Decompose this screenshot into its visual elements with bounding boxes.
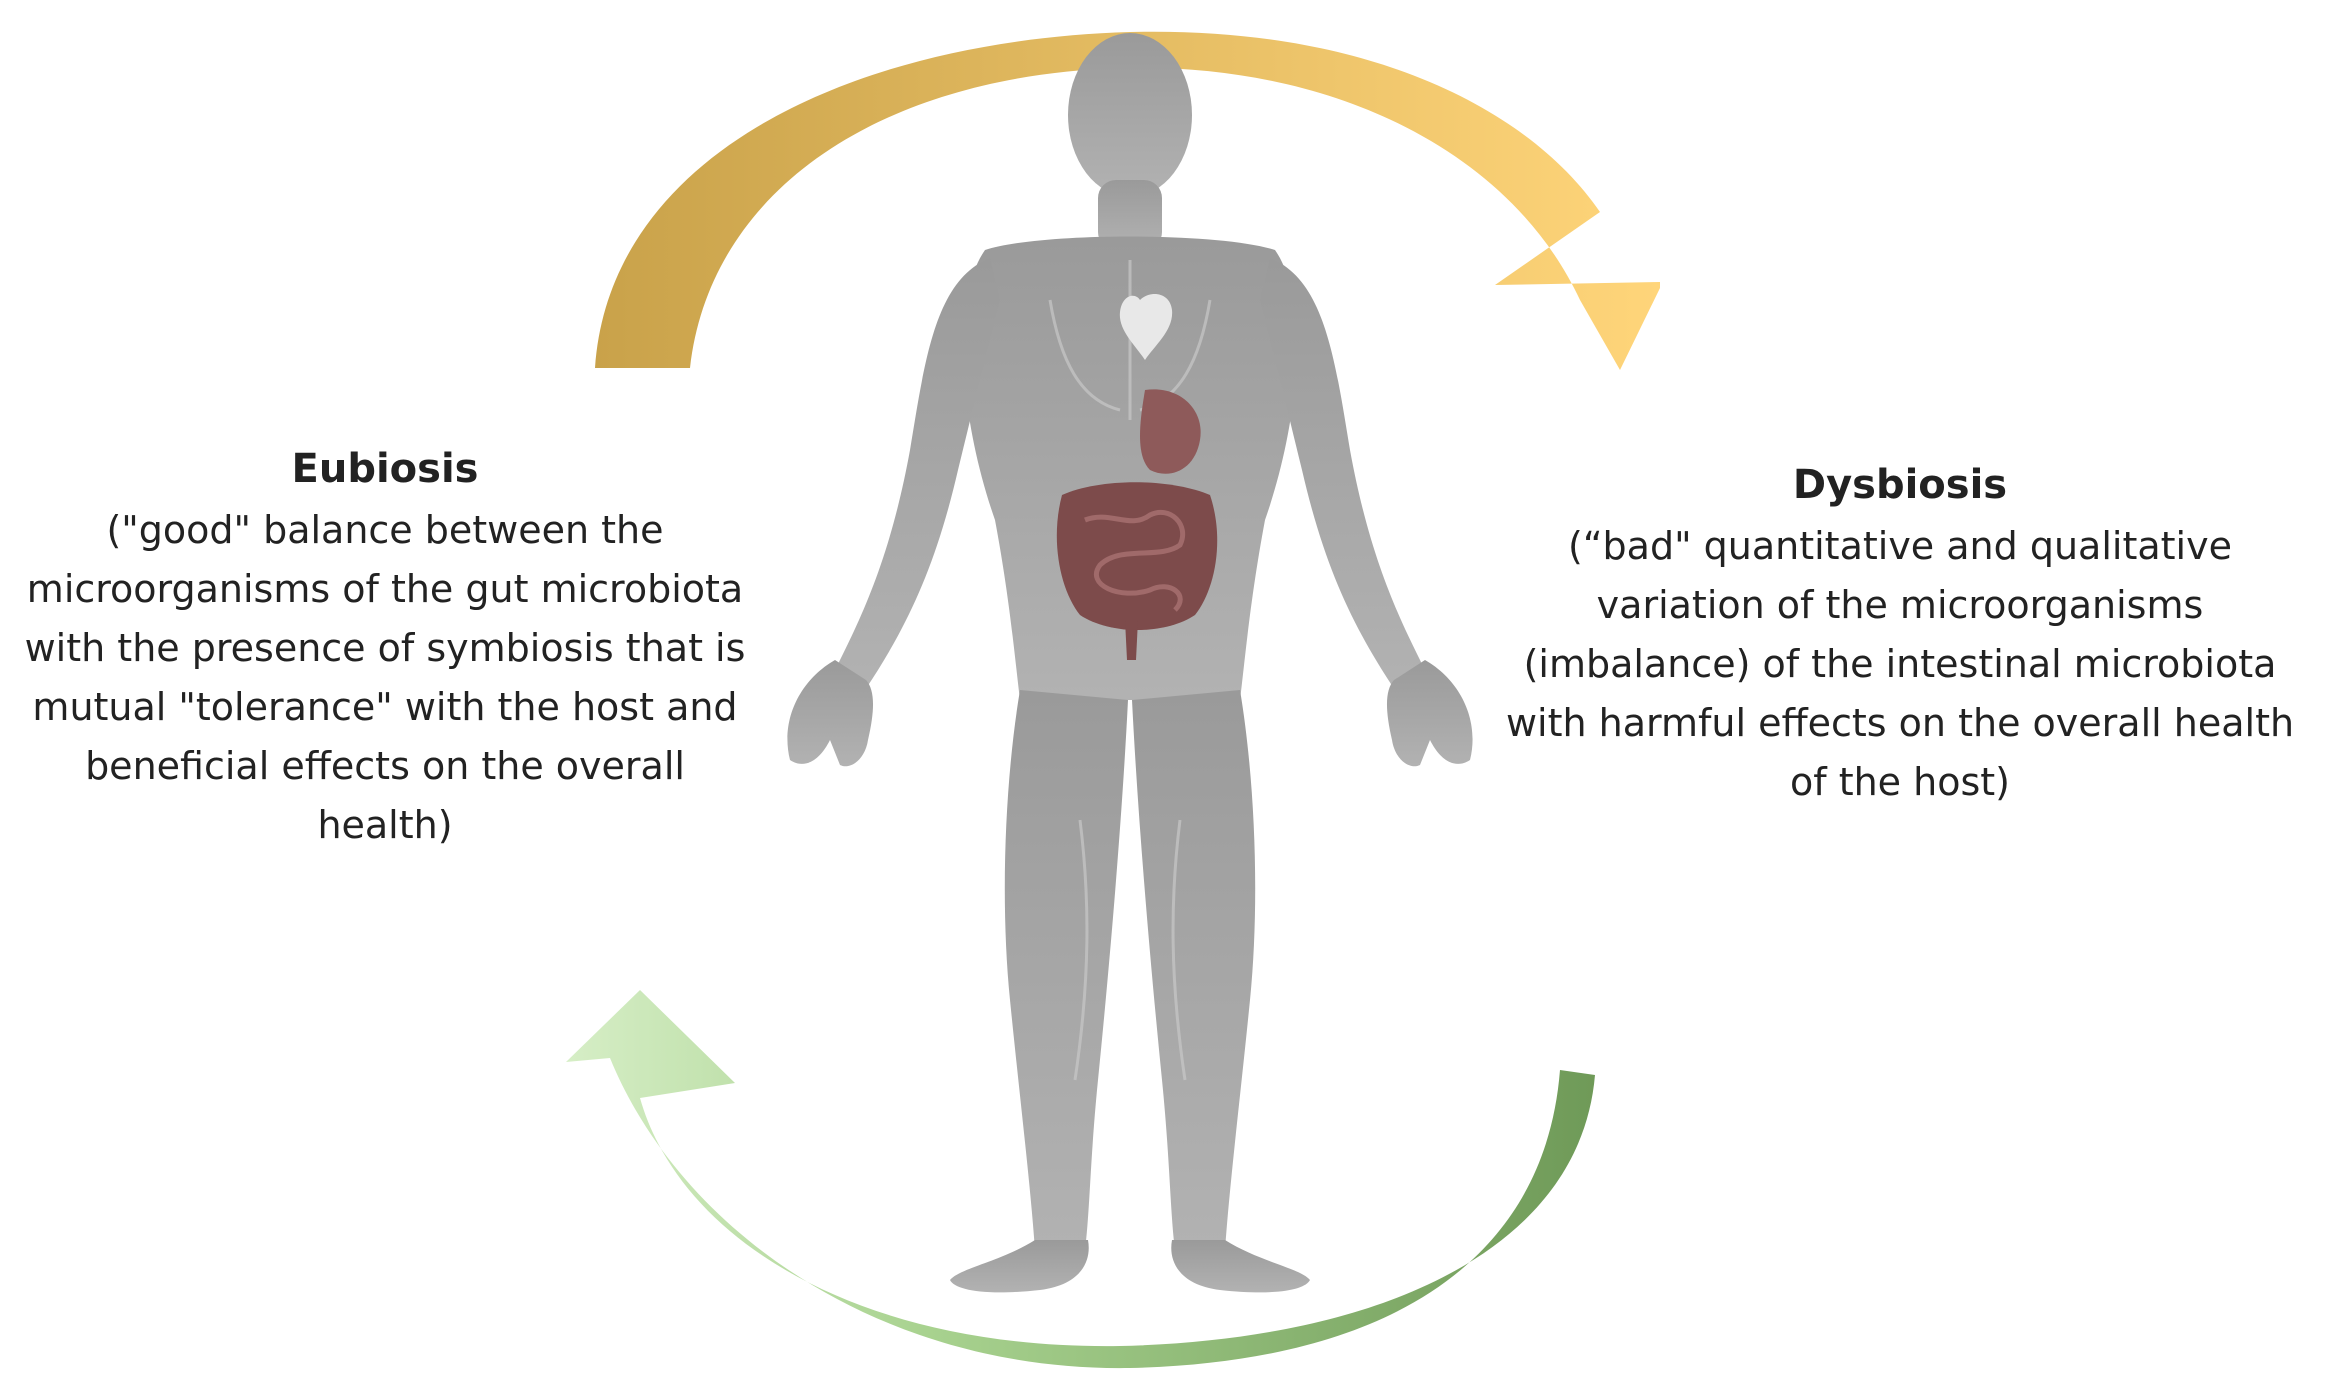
eubiosis-line-6: health) [317, 803, 453, 847]
digestive-organs-icon [1056, 389, 1218, 660]
bottom-cycle-arrow [566, 990, 1595, 1369]
eubiosis-title: Eubiosis [291, 446, 479, 492]
eubiosis-line-5: beneficial effects on the overall [85, 744, 685, 788]
heart-icon [1119, 294, 1173, 360]
dysbiosis-title: Dysbiosis [1792, 462, 2008, 508]
eubiosis-line-2: microorganisms of the gut microbiota [26, 567, 744, 611]
top-cycle-arrow [595, 31, 1660, 371]
dysbiosis-line-2: variation of the microorganisms [1596, 583, 2204, 627]
eubiosis-label: Eubiosis ("good" balance between the mic… [0, 440, 770, 855]
dysbiosis-line-5: of the host) [1789, 760, 2010, 804]
eubiosis-line-1: ("good" balance between the [106, 508, 664, 552]
dysbiosis-label: Dysbiosis (“bad" quantitative and qualit… [1470, 456, 2330, 812]
dysbiosis-line-3: (imbalance) of the intestinal microbiota [1523, 642, 2277, 686]
eubiosis-line-3: with the presence of symbiosis that is [24, 626, 746, 670]
human-body-figure [787, 33, 1473, 1293]
eubiosis-line-4: mutual "tolerance" with the host and [32, 685, 738, 729]
dysbiosis-line-4: with harmful effects on the overall heal… [1505, 701, 2295, 745]
dysbiosis-line-1: (“bad" quantitative and qualitative [1568, 524, 2232, 568]
